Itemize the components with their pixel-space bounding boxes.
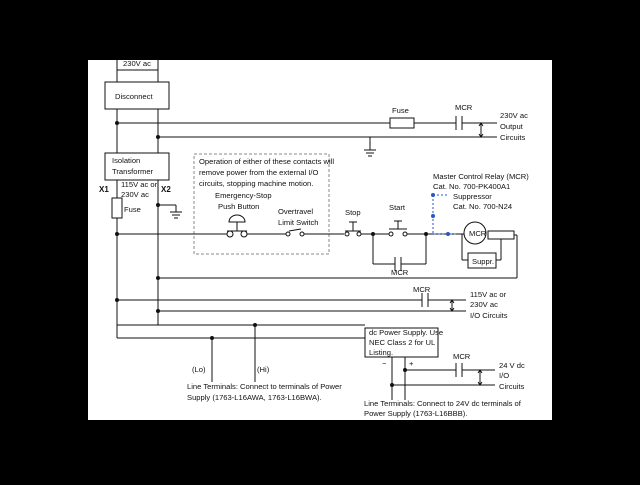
- dc-plus-label: +: [409, 359, 414, 368]
- disconnect: Disconnect: [104, 81, 170, 110]
- line-term-right-2: Power Supply (1763-L16BBB).: [364, 409, 467, 418]
- isolation-label-1: Isolation: [112, 156, 140, 165]
- stop-contact-left: [344, 231, 350, 237]
- io-circuit: MCR 115V ac or 230V ac I/O Circuits: [115, 285, 508, 320]
- relay-label-1: Master Control Relay (MCR): [433, 172, 529, 181]
- mcr-top-label: MCR: [455, 103, 473, 112]
- mcr-coil: [463, 221, 487, 245]
- start-contact-left: [388, 231, 394, 237]
- suppressor-box-label: Suppr.: [472, 257, 494, 266]
- x1-label: X1: [99, 185, 109, 194]
- estop-label-2: Push Button: [218, 202, 259, 211]
- note-line-1: Operation of either of these contacts wi…: [199, 157, 334, 166]
- output-230-circuit: Fuse MCR 230V ac Output Circuits: [115, 103, 528, 157]
- dc-out-label-3: Circuits: [499, 382, 525, 391]
- estop-mushroom-head: [228, 214, 246, 223]
- output-230-label-3: Circuits: [500, 133, 526, 142]
- isolation-label-2: Transformer: [112, 167, 154, 176]
- dc-label-2: NEC Class 2 for UL: [369, 338, 435, 347]
- seal-in-mcr-label: MCR: [391, 268, 409, 277]
- note-line-3: circuits, stopping machine motion.: [199, 179, 313, 188]
- line-term-right-1: Line Terminals: Connect to 24V dc termin…: [364, 399, 522, 408]
- supply-voltage-label: 230V ac: [123, 59, 151, 68]
- secondary-ground: [156, 203, 182, 219]
- overtravel-label-2: Limit Switch: [278, 218, 319, 227]
- dc-out-label-2: I/O: [499, 371, 509, 380]
- overtravel-label-1: Overtravel: [278, 207, 313, 216]
- io-label-1: 115V ac or: [470, 290, 507, 299]
- output-230-label-1: 230V ac: [500, 111, 528, 120]
- note-box: Operation of either of these contacts wi…: [193, 153, 334, 255]
- output-230-label-2: Output: [500, 122, 524, 131]
- suppressor-label-1: Suppressor: [453, 192, 492, 201]
- control-rung: Stop Start MCR: [115, 203, 458, 277]
- stop-label: Stop: [345, 208, 361, 217]
- fuse-top-label: Fuse: [392, 106, 409, 115]
- dc-minus-label: −: [382, 359, 387, 368]
- start-label: Start: [389, 203, 406, 212]
- x2-label: X2: [161, 185, 171, 194]
- io-label-3: I/O Circuits: [470, 311, 508, 320]
- diagram-sheet: [88, 60, 552, 420]
- isolation-transformer: Isolation Transformer X1 X2 115V ac or 2…: [99, 152, 171, 199]
- estop-label-1: Emergency-Stop: [215, 191, 272, 200]
- io-label-2: 230V ac: [470, 300, 498, 309]
- relay-label-2: Cat. No. 700-PK400A1: [433, 182, 510, 191]
- fuse-left-label: Fuse: [124, 205, 141, 214]
- dc-label-3: Listing.: [369, 348, 393, 357]
- io-mcr-label: MCR: [413, 285, 431, 294]
- line-term-left-1: Line Terminals: Connect to terminals of …: [187, 382, 342, 391]
- line-terminal-feeds: (Lo) (Hi) Line Terminals: Connect to ter…: [117, 323, 365, 402]
- dc-label-1: dc Power Supply. Use: [369, 328, 443, 337]
- lo-label: (Lo): [192, 365, 206, 374]
- mcr-coil-label: MCR: [469, 229, 487, 238]
- hi-label: (Hi): [257, 365, 270, 374]
- line-term-left-2: Supply (1763-L16AWA, 1763-L16BWA).: [187, 393, 322, 402]
- dc-out-label-1: 24 V dc: [499, 361, 525, 370]
- note-line-2: remove power from the external I/O: [199, 168, 319, 177]
- secondary-115-label: 115V ac or: [121, 180, 158, 189]
- suppressor-label-2: Cat. No. 700-N24: [453, 202, 512, 211]
- disconnect-label: Disconnect: [115, 92, 153, 101]
- dc-power-supply: dc Power Supply. Use NEC Class 2 for UL …: [364, 327, 525, 418]
- mcr-relay: Master Control Relay (MCR) Cat. No. 700-…: [156, 172, 529, 280]
- secondary-230-label: 230V ac: [121, 190, 149, 199]
- supply-input: 230V ac: [116, 59, 159, 82]
- dc-mcr-label: MCR: [453, 352, 471, 361]
